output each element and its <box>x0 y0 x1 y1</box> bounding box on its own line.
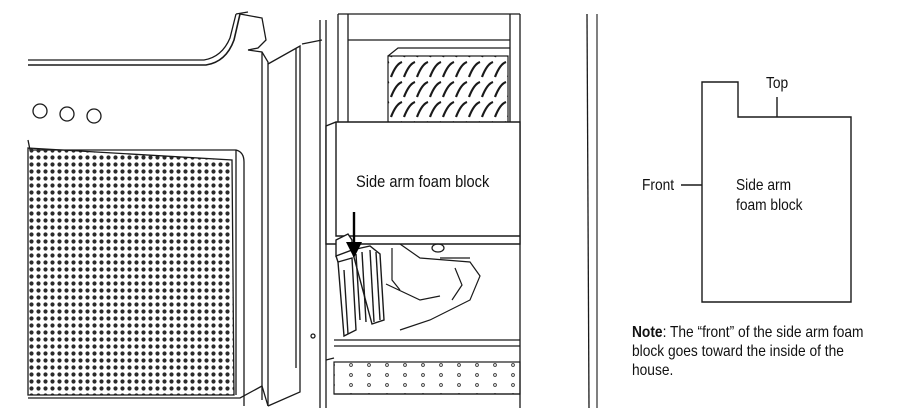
foam-block-label-line1: Side arm <box>736 177 792 194</box>
control-button-1 <box>32 103 48 119</box>
front-label: Front <box>642 177 675 194</box>
arrow-down-icon <box>346 212 362 258</box>
horizontal-panel <box>325 121 521 245</box>
note-text: : The “front” of the side arm foam block… <box>632 324 864 379</box>
foam-block-outline <box>701 81 852 303</box>
control-button-2 <box>59 106 75 122</box>
ac-unit-illustration <box>27 11 269 407</box>
divider <box>586 13 590 409</box>
foam-block-callout-label: Side arm foam block <box>356 172 490 191</box>
foam-block-label-line2: foam block <box>736 197 803 214</box>
note-heading: Note <box>632 324 663 341</box>
orientation-diagram <box>681 81 852 303</box>
control-button-3 <box>86 108 102 124</box>
side-arm-foam-block <box>335 233 385 338</box>
top-label: Top <box>766 75 789 92</box>
orientation-note: Note: The “front” of the side arm foam b… <box>632 323 864 380</box>
foam-block-label: Side arm foam block <box>736 176 803 216</box>
lower-mechanism <box>325 243 521 395</box>
